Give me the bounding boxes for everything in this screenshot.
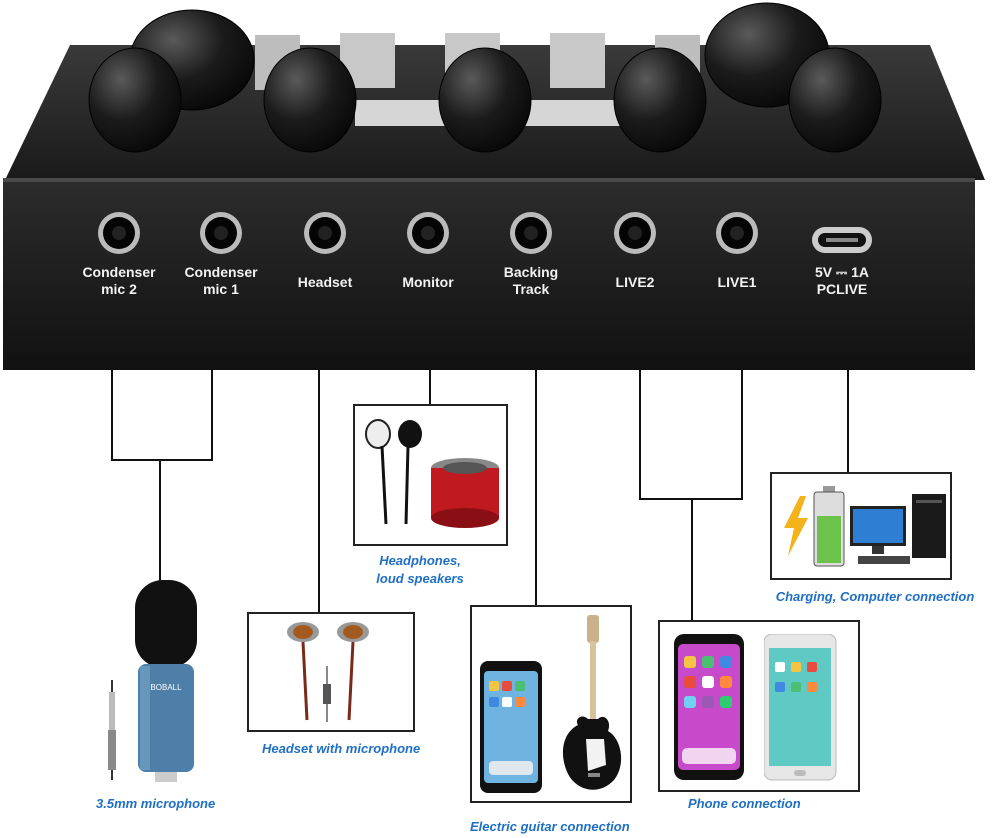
jack-live2[interactable] xyxy=(612,210,658,256)
caption-charging: Charging, Computer connection xyxy=(775,589,975,604)
knob-mic1[interactable] xyxy=(260,45,360,155)
port-label-live2: LIVE2 xyxy=(615,274,655,290)
jack-condenser-mic-2[interactable] xyxy=(96,210,142,256)
charging-computer-box xyxy=(770,472,952,580)
jack-monitor[interactable] xyxy=(405,210,451,256)
electric-guitar-icon xyxy=(562,615,622,790)
speaker-icon xyxy=(431,458,499,528)
caption-guitar: Electric guitar connection xyxy=(470,819,630,834)
caption-phone: Phone connection xyxy=(688,796,801,811)
port-label-headset: Headset xyxy=(297,274,353,290)
battery-icon xyxy=(813,486,845,567)
computer-icon xyxy=(850,494,946,564)
caption-headphones: Headphones,loud speakers xyxy=(376,553,464,586)
jack-backing-track[interactable] xyxy=(508,210,554,256)
jack-headset[interactable] xyxy=(302,210,348,256)
caption-headset: Headset with microphone xyxy=(262,741,421,756)
jack-live1[interactable] xyxy=(714,210,760,256)
phone-box xyxy=(658,620,860,792)
headset-earphones-icon xyxy=(287,622,369,722)
knob-monitor[interactable] xyxy=(435,45,535,155)
microphone-icon: BOBALL xyxy=(108,580,197,782)
headphones-speaker-box xyxy=(353,404,508,546)
phone-icon xyxy=(480,661,542,793)
jack-condenser-mic-1[interactable] xyxy=(198,210,244,256)
knob-backing[interactable] xyxy=(610,45,710,155)
knob-mic2[interactable] xyxy=(85,45,185,155)
headset-box xyxy=(247,612,415,732)
guitar-box xyxy=(470,605,632,803)
earbuds-icon xyxy=(365,419,422,525)
bolt-icon xyxy=(784,496,808,556)
knob-live[interactable] xyxy=(785,45,885,155)
phone-icon xyxy=(674,634,744,780)
port-label-monitor: Monitor xyxy=(402,274,454,290)
mic-brand-label: BOBALL xyxy=(150,683,182,692)
caption-microphone: 3.5mm microphone xyxy=(96,796,216,811)
port-label-live1: LIVE1 xyxy=(717,274,757,290)
usb-port-pclive[interactable] xyxy=(810,225,874,255)
android-phone-icon xyxy=(764,634,837,781)
